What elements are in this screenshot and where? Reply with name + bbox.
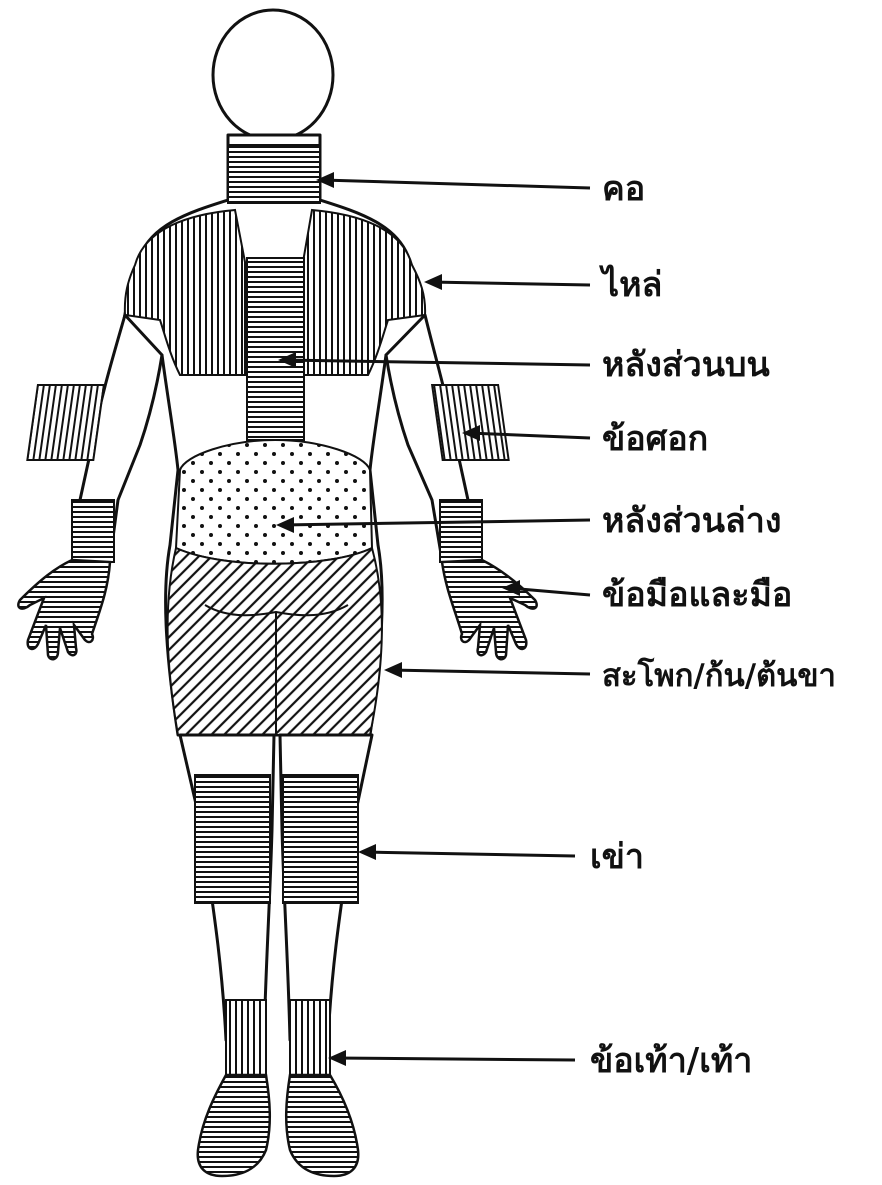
- wrist-region-left: [72, 500, 114, 562]
- neck-region: [228, 145, 320, 203]
- label-shoulder: ไหล่: [599, 264, 662, 305]
- head: [213, 10, 333, 140]
- label-wrist-hand: ข้อมือและมือ: [602, 575, 792, 615]
- arrow-wrist-hand: [502, 580, 590, 596]
- arrow-hip-thigh: [384, 662, 590, 678]
- label-elbow: ข้อศอก: [602, 419, 708, 459]
- label-lower-back: หลังส่วนล่าง: [602, 501, 781, 541]
- lower-back-region: [176, 440, 372, 564]
- label-upper-back: หลังส่วนบน: [602, 345, 770, 385]
- ankle-region-right: [290, 1000, 330, 1078]
- wrist-region-right: [440, 500, 482, 562]
- label-ankle-foot: ข้อเท้า/เท้า: [590, 1041, 752, 1081]
- upper-back-region: [247, 258, 304, 440]
- hip-thigh-region: [168, 548, 382, 735]
- elbow-region-left: [27, 385, 104, 460]
- arrow-ankle-foot: [328, 1050, 575, 1066]
- label-knee: เข่า: [590, 837, 644, 877]
- arrow-shoulder: [424, 274, 590, 290]
- hand-left: [18, 560, 110, 659]
- region-labels: คอ ไหล่ หลังส่วนบน ข้อศอก หลังส่วนล่าง ข…: [590, 169, 836, 1081]
- elbow-region-right: [432, 385, 509, 460]
- hand-right: [442, 560, 537, 659]
- arrow-neck: [316, 172, 590, 188]
- label-hip-thigh: สะโพก/ก้น/ต้นขา: [602, 657, 836, 694]
- ankle-region-left: [226, 1000, 266, 1078]
- foot-left: [198, 1075, 270, 1176]
- knee-region-left: [195, 775, 270, 903]
- foot-right: [286, 1075, 358, 1176]
- label-neck: คอ: [602, 169, 645, 209]
- knee-region-right: [283, 775, 358, 903]
- arrow-knee: [358, 844, 575, 860]
